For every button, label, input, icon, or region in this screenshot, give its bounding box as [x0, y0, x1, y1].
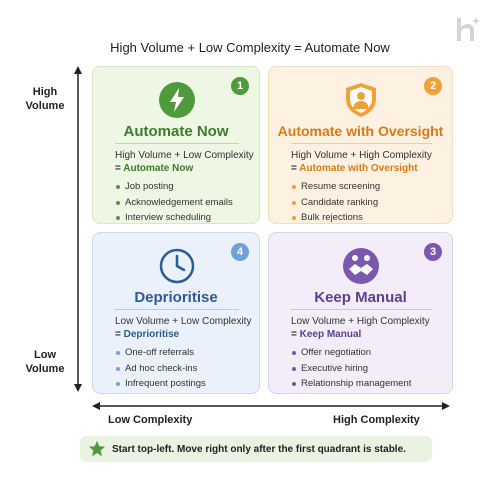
quadrant-title: Deprioritise [134, 289, 218, 306]
x-axis-low-label: Low Complexity [108, 414, 193, 426]
quadrant-equation: = Deprioritise [115, 328, 179, 341]
quadrant-title: Automate with Oversight [277, 123, 444, 139]
quadrant-equation: = Automate with Oversight [291, 162, 418, 175]
list-item: One-off referrals [115, 345, 206, 361]
equation-value: Keep Manual [299, 329, 362, 340]
quadrant-divider [291, 309, 432, 310]
equation-prefix: = [115, 329, 124, 340]
quadrant-description: Low Volume + Low Complexity [115, 316, 252, 327]
y-axis-high-label: High Volume [25, 86, 65, 112]
quadrant-example-list: One-off referrals Ad hoc check-ins Infre… [115, 345, 206, 392]
y-axis-low-label: Low Volume [25, 349, 65, 375]
footer-tip: Start top-left. Move right only after th… [80, 436, 432, 462]
list-item: Bulk rejections [291, 210, 380, 226]
equation-value: Automate Now [123, 163, 194, 174]
quadrant-equation: = Keep Manual [291, 328, 361, 341]
quadrant-number-badge: 1 [231, 77, 249, 95]
quadrant-automate-now: 1 Automate Now High Volume + Low Complex… [92, 66, 260, 224]
equation-prefix: = [115, 163, 124, 174]
quadrant-description: High Volume + Low Complexity [115, 150, 254, 161]
brand-logo-icon [457, 17, 480, 41]
x-axis-arrow [92, 402, 450, 410]
quadrant-deprioritise: 4 Deprioritise Low Volume + Low Complexi… [92, 232, 260, 394]
equation-prefix: = [291, 329, 300, 340]
quadrant-title: Keep Manual [314, 289, 407, 306]
diagram-title: High Volume + Low Complexity = Automate … [110, 40, 390, 55]
list-item: Acknowledgement emails [115, 195, 233, 211]
quadrant-title: Automate Now [123, 123, 229, 140]
quadrant-example-list: Resume screening Candidate ranking Bulk … [291, 179, 380, 226]
shield-person-icon [346, 83, 376, 117]
quadrant-keep-manual: 3 Keep Manual Low Volume + High Complexi… [268, 232, 453, 394]
handshake-icon [343, 248, 379, 284]
quadrant-number-badge: 2 [424, 77, 442, 95]
list-item: Infrequent postings [115, 376, 206, 392]
quadrant-divider [115, 309, 239, 310]
list-item: Job posting [115, 179, 233, 195]
quadrant-number-badge: 4 [231, 243, 249, 261]
list-item: Interview scheduling [115, 210, 233, 226]
y-axis-arrow [74, 66, 82, 392]
clock-icon [159, 248, 195, 284]
quadrant-automate-with-oversight: 2 Automate with Oversight High Volume + … [268, 66, 453, 224]
quadrant-description: Low Volume + High Complexity [291, 316, 430, 327]
list-item: Candidate ranking [291, 195, 380, 211]
equation-prefix: = [291, 163, 300, 174]
list-item: Offer negotiation [291, 345, 411, 361]
equation-value: Deprioritise [123, 329, 180, 340]
quadrant-divider [115, 143, 239, 144]
equation-value: Automate with Oversight [299, 163, 418, 174]
quadrant-description: High Volume + High Complexity [291, 150, 432, 161]
footer-text: Start top-left. Move right only after th… [112, 443, 406, 455]
x-axis-high-label: High Complexity [333, 414, 420, 426]
quadrant-equation: = Automate Now [115, 162, 193, 175]
quadrant-example-list: Offer negotiation Executive hiring Relat… [291, 345, 411, 392]
star-icon [88, 440, 106, 457]
list-item: Ad hoc check-ins [115, 361, 206, 377]
list-item: Resume screening [291, 179, 380, 195]
quadrant-divider [291, 143, 432, 144]
list-item: Relationship management [291, 376, 411, 392]
list-item: Executive hiring [291, 361, 411, 377]
quadrant-number-badge: 3 [424, 243, 442, 261]
lightning-bolt-icon [159, 82, 195, 118]
quadrant-example-list: Job posting Acknowledgement emails Inter… [115, 179, 233, 226]
